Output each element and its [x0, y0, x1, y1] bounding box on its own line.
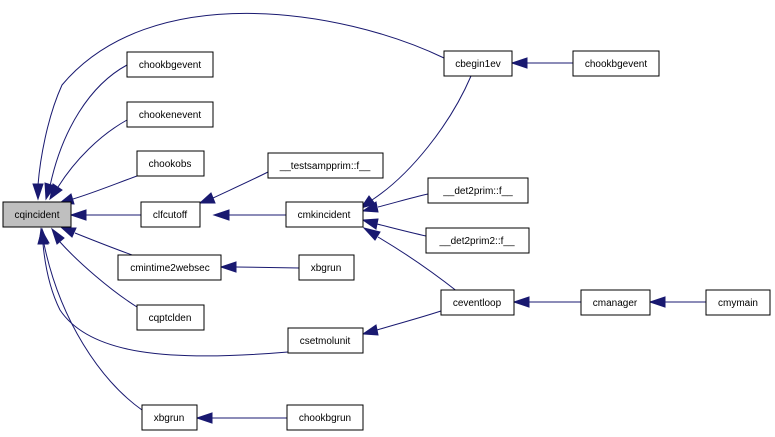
node-cqptclden[interactable]: cqptclden [136, 304, 205, 331]
node-label: cmintime2websec [130, 263, 209, 274]
node-label: __det2prim::f__ [442, 186, 513, 197]
node-label: xbgrun [311, 263, 342, 274]
edge-clfcutoff-to-cqincident [69, 209, 141, 221]
node-chookbgrun[interactable]: chookbgrun [286, 404, 364, 431]
node-det2prim2[interactable]: __det2prim2::f__ [425, 227, 530, 254]
node-label: cqincident [14, 210, 59, 221]
node-label: cmkincident [298, 210, 351, 221]
node-label: __testsampprim::f__ [279, 161, 371, 172]
node-cmanager[interactable]: cmanager [580, 289, 651, 316]
node-label: chookbgevent [585, 59, 647, 70]
node-cmintime2websec[interactable]: cmintime2websec [117, 254, 222, 281]
edge-cmymain-to-cmanager [648, 296, 706, 308]
node-xbgrun[interactable]: xbgrun [141, 404, 198, 431]
node-label: __det2prim2::f__ [438, 236, 514, 247]
node-chookenevent[interactable]: chookenevent [126, 101, 214, 128]
edge-det2prim-to-cmkincident [361, 193, 429, 213]
node-label: ceventloop [453, 298, 502, 309]
node-cbegin1ev[interactable]: cbegin1ev [443, 50, 513, 77]
edge-chookenevent-to-cqincident [49, 119, 128, 201]
edge-chookbgevent-to-cqincident [44, 64, 128, 201]
edge-cbegin1ev-to-cqincident [32, 12, 445, 201]
edge-cmintime2websec-to-cqincident [60, 227, 136, 257]
nodes: cqincident chookbgevent chookenevent cho… [2, 50, 771, 431]
node-chookbgevent-2[interactable]: chookbgevent [572, 50, 660, 77]
node-label: cqptclden [149, 313, 192, 324]
node-label: chookenevent [139, 110, 201, 121]
node-label: chookobs [149, 159, 192, 170]
edge-det2prim2-to-cmkincident [361, 218, 427, 237]
node-xbgrun-2[interactable]: xbgrun [298, 254, 355, 281]
node-label: cmymain [718, 298, 758, 309]
node-label: chookbgevent [139, 60, 201, 71]
node-label: xbgrun [154, 413, 185, 424]
edge-cmkincident-to-clfcutoff [212, 209, 286, 221]
node-cmkincident[interactable]: cmkincident [285, 201, 364, 228]
node-csetmolunit[interactable]: csetmolunit [287, 327, 364, 354]
node-ceventloop[interactable]: ceventloop [440, 289, 515, 316]
edge-testsampprim-to-clfcutoff [198, 171, 269, 204]
node-label: clfcutoff [153, 210, 187, 221]
edge-ceventloop-to-csetmolunit [361, 309, 445, 336]
node-label: chookbgrun [299, 413, 351, 424]
node-cqincident[interactable]: cqincident [2, 201, 72, 228]
node-chookbgevent[interactable]: chookbgevent [126, 51, 214, 78]
node-label: cmanager [593, 298, 638, 309]
node-chookobs[interactable]: chookobs [136, 150, 205, 177]
edge-cqptclden-to-cqincident [51, 227, 138, 308]
edge-ceventloop-to-cmkincident [362, 227, 459, 293]
edge-xbgrun-to-cqincident [38, 227, 143, 411]
node-label: cbegin1ev [455, 59, 501, 70]
node-testsampprim[interactable]: __testsampprim::f__ [267, 152, 384, 179]
node-label: csetmolunit [300, 336, 351, 347]
edge-csetmolunit-to-cqincident [37, 227, 289, 357]
edge-cmanager-to-ceventloop [512, 296, 581, 308]
node-det2prim[interactable]: __det2prim::f__ [427, 177, 529, 204]
edge-chookobs-to-cqincident [58, 175, 138, 205]
edge-chookbgrun-to-xbgrun [195, 412, 287, 424]
node-cmymain[interactable]: cmymain [705, 289, 771, 316]
edge-chookbgevent-to-cbegin1ev [510, 57, 573, 69]
edge-xbgrun-to-cmintime2websec [219, 261, 300, 273]
node-clfcutoff[interactable]: clfcutoff [140, 201, 201, 228]
